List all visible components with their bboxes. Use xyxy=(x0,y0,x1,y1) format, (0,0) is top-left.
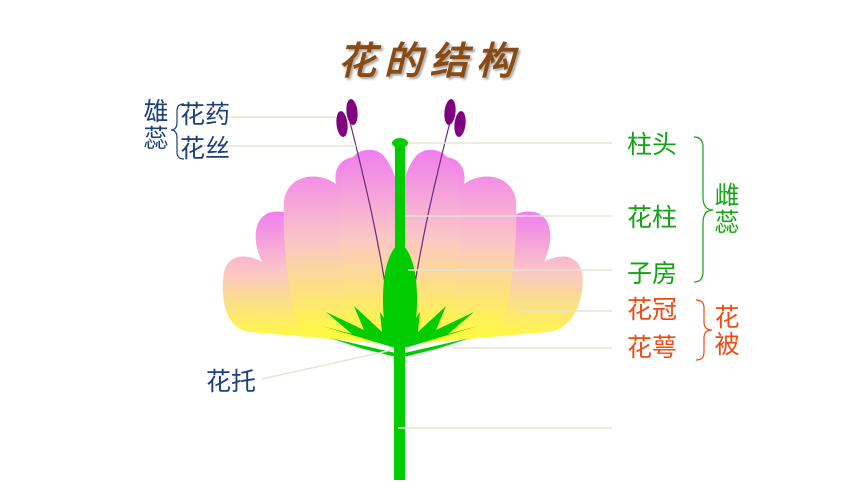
leader-receptacle xyxy=(261,349,393,380)
bracket-perianth xyxy=(695,299,713,361)
pistil-ovary xyxy=(383,242,417,348)
label-stamen-group: 雄蕊 xyxy=(143,97,169,153)
label-anther: 花药 xyxy=(180,100,231,129)
stem xyxy=(394,340,405,480)
calyx-left xyxy=(322,306,402,350)
calyx-right xyxy=(398,306,478,350)
label-receptacle: 花托 xyxy=(206,367,257,396)
leader-lines xyxy=(182,116,612,429)
anther-right-a xyxy=(444,99,456,125)
calyx-lower xyxy=(330,338,470,358)
bracket-pistil xyxy=(693,136,714,283)
label-pistil-group: 雌蕊 xyxy=(714,181,740,237)
label-calyx: 花萼 xyxy=(627,333,678,362)
label-style: 花柱 xyxy=(627,203,678,232)
anther-right-b xyxy=(454,111,466,137)
label-corolla: 花冠 xyxy=(627,295,678,324)
bracket-stamen xyxy=(170,103,185,160)
anther-left-a xyxy=(336,111,348,137)
anther-left-b xyxy=(346,99,358,125)
pistil-style xyxy=(395,146,405,256)
label-ovary: 子房 xyxy=(627,259,678,288)
label-stigma: 柱头 xyxy=(627,130,678,159)
pistil-stigma xyxy=(392,138,408,148)
diagram-title: 花的结构 xyxy=(337,38,522,83)
label-perianth-group: 花被 xyxy=(714,303,740,359)
label-filament: 花丝 xyxy=(180,134,231,163)
